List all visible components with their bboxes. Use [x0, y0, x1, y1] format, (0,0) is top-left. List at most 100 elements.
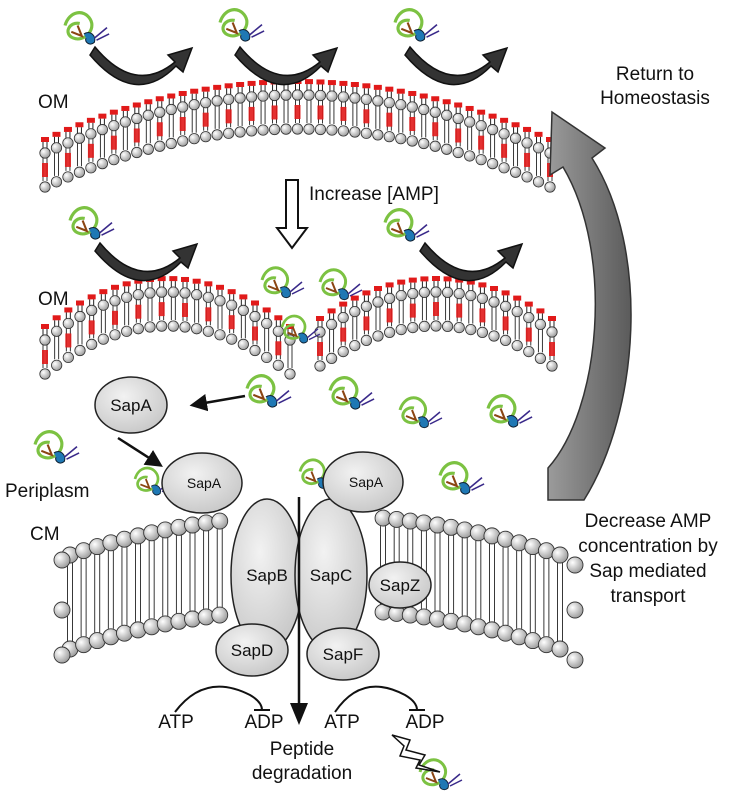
lps-mark	[224, 83, 233, 89]
return-label-line2: Homeostasis	[600, 88, 710, 109]
lps-mark	[144, 99, 153, 105]
lipid-head	[372, 330, 384, 342]
peptide-label-line1: Peptide	[270, 739, 334, 760]
lipid-head	[498, 128, 510, 140]
peptide-icon	[245, 374, 292, 408]
lps-mark	[227, 289, 236, 295]
decrease-label-line3: Sap mediated	[589, 561, 706, 582]
lps-mark	[385, 86, 394, 92]
lipid-head	[202, 325, 214, 337]
lipid-head	[119, 150, 131, 162]
lipid-head	[86, 338, 98, 350]
peptide-icon	[328, 376, 375, 410]
lipid-head	[272, 325, 284, 337]
lipid-head	[96, 124, 108, 136]
lps-mark	[408, 90, 417, 96]
atp-hydrolysis-left-icon	[174, 685, 263, 713]
lipid-head	[280, 123, 292, 135]
lipid-head	[430, 286, 442, 298]
sap-transporter	[94, 376, 432, 681]
lipid-head	[188, 133, 200, 145]
lipid-head	[62, 351, 74, 364]
lipid-head	[249, 344, 261, 357]
lipid-head	[167, 286, 179, 298]
lps-mark	[339, 301, 348, 307]
lipid-head	[429, 106, 441, 118]
lps-mark	[87, 294, 96, 300]
lipid-head	[108, 154, 120, 166]
lipid-head	[360, 127, 372, 139]
lipid-head	[395, 133, 407, 145]
lipid-head	[74, 310, 86, 323]
lipid-head	[50, 142, 63, 154]
lipid-head	[62, 317, 74, 330]
curved-arrow-icon	[419, 241, 524, 282]
lipid-head	[499, 300, 512, 312]
lps-mark	[201, 86, 210, 92]
lps-mark	[524, 301, 533, 307]
lipid-head	[142, 143, 154, 155]
lps-mark	[350, 81, 359, 87]
lipid-head	[456, 521, 474, 539]
lipid-head	[372, 296, 384, 308]
lipid-head	[509, 132, 522, 144]
lipid-head	[326, 90, 338, 102]
lipid-head	[73, 132, 86, 144]
lipid-head	[475, 120, 487, 132]
lps-mark	[362, 83, 371, 89]
lipid-head	[237, 338, 249, 350]
sapA-bound-right-label: SapA	[349, 474, 384, 490]
lipid-head	[453, 321, 465, 334]
lps-mark	[98, 113, 107, 119]
lps-mark	[262, 307, 271, 313]
lipid-head	[465, 323, 477, 336]
lps-mark	[134, 278, 143, 284]
lipid-head	[132, 289, 144, 301]
lps-mark	[397, 279, 406, 285]
curved-arrow-icon	[404, 45, 509, 86]
transport-arrowhead-icon	[290, 703, 308, 725]
lipid-head	[314, 123, 327, 136]
lps-mark	[122, 281, 131, 287]
lps-mark	[132, 102, 141, 108]
lipid-head	[430, 320, 442, 332]
lps-mark	[396, 88, 405, 94]
lps-mark	[420, 276, 429, 282]
lipid-head	[96, 158, 108, 170]
lipid-head	[261, 351, 273, 364]
lps-mark	[178, 90, 187, 96]
return-arrow-icon	[547, 110, 632, 501]
lipid-head	[476, 326, 488, 338]
peptide-label-line2: degradation	[252, 763, 352, 784]
lps-mark	[466, 279, 475, 285]
lipid-head	[234, 92, 246, 104]
lipid-head	[188, 99, 200, 111]
lipid-head	[291, 123, 304, 135]
lps-mark	[465, 105, 474, 111]
sapB-label: SapB	[246, 566, 288, 585]
peptide-icon	[418, 758, 463, 791]
om-top-label: OM	[38, 92, 69, 113]
lipid-head	[441, 320, 454, 332]
lps-mark	[513, 295, 522, 301]
lps-mark	[239, 294, 248, 300]
lps-mark	[192, 278, 201, 284]
lipid-head	[211, 95, 223, 107]
lps-mark	[304, 79, 313, 85]
lipid-head	[488, 330, 500, 342]
peptide-icon	[393, 8, 440, 42]
lipid-head	[154, 106, 166, 118]
lipid-head	[291, 89, 304, 101]
lipid-head	[551, 546, 569, 564]
lipid-head	[487, 158, 499, 170]
peptide-icon	[260, 266, 305, 299]
lipid-head	[544, 181, 556, 193]
lps-mark	[490, 286, 498, 291]
lipid-head	[337, 91, 350, 103]
lps-mark	[216, 284, 224, 290]
lipid-head	[326, 124, 338, 136]
lps-mark	[373, 84, 382, 90]
lipid-head	[143, 524, 161, 542]
lipid-head	[383, 131, 395, 143]
peptide-icon	[133, 466, 174, 496]
